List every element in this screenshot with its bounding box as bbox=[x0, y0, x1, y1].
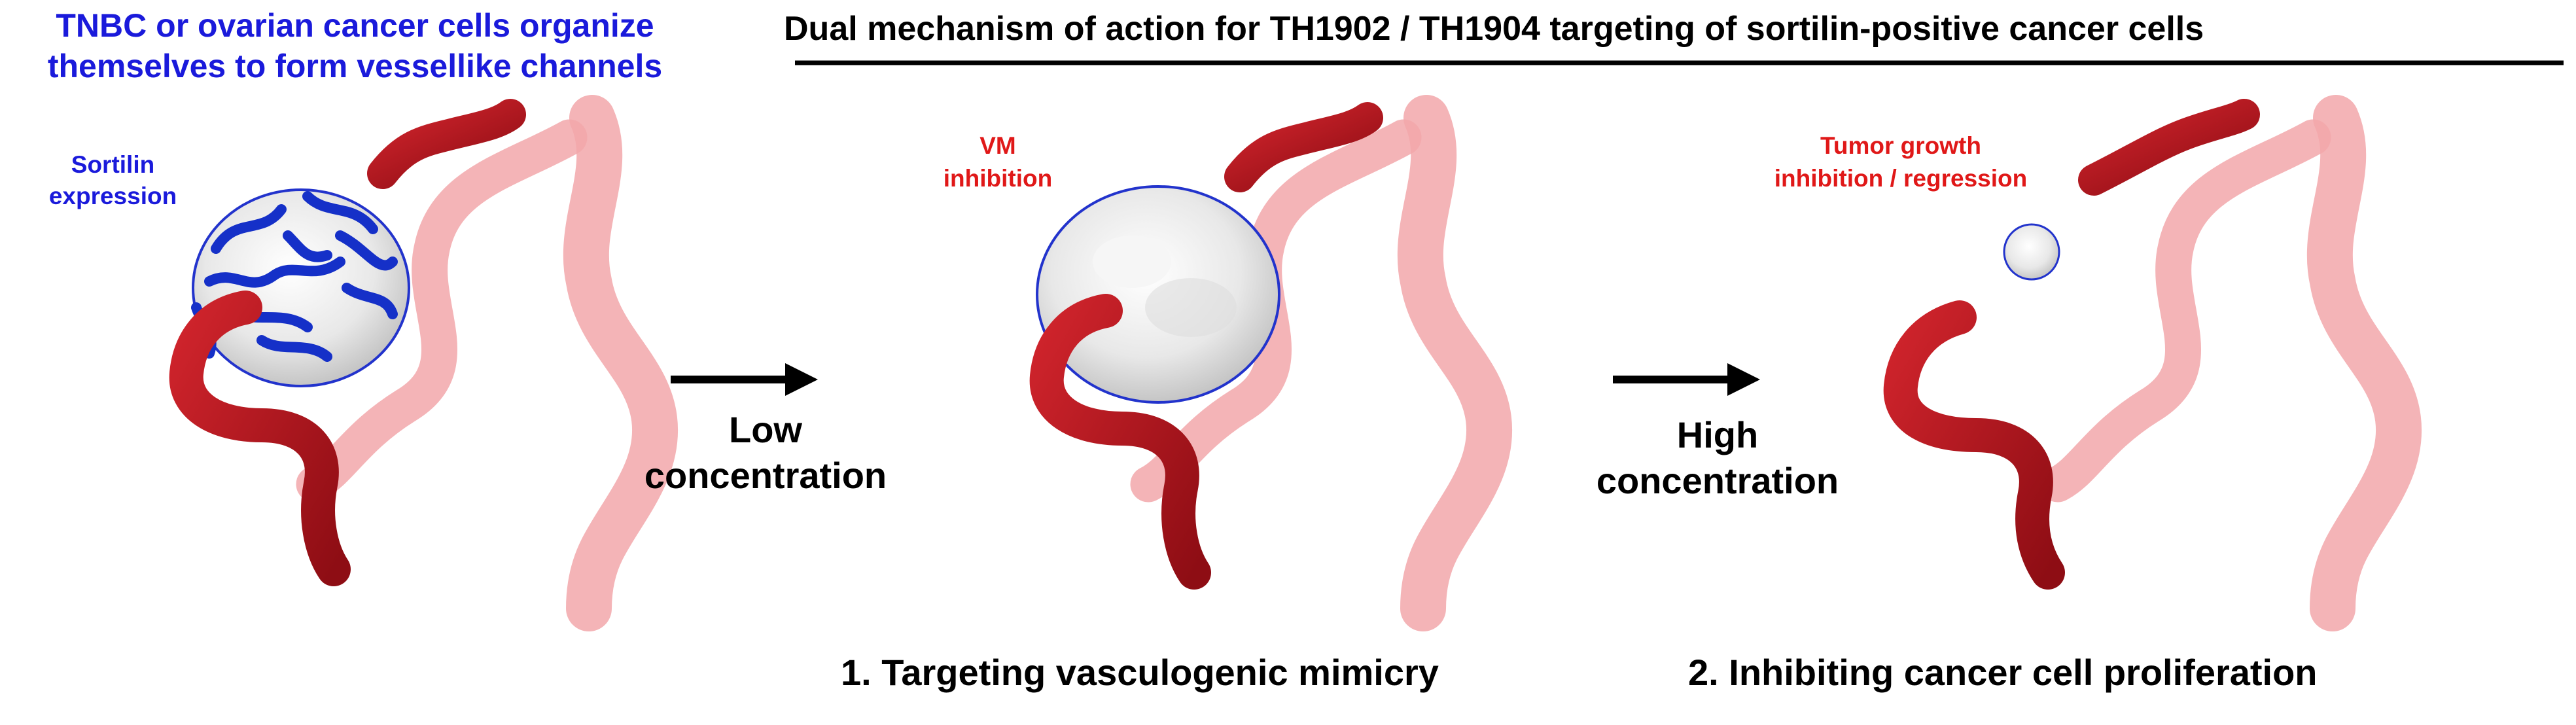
panel-2-pink-vessel bbox=[1397, 95, 1513, 631]
footer-step-2: 2. Inhibiting cancer cell proliferation bbox=[1688, 652, 2318, 693]
panel-1-tumor bbox=[191, 188, 410, 387]
arrow-2-label-line-1: High bbox=[1676, 414, 1759, 455]
panel-2-illustration bbox=[1029, 95, 1513, 631]
arrow-1 bbox=[671, 363, 818, 396]
panel-1-pink-vessel-branch bbox=[296, 119, 588, 503]
panel-3-pink-vessel-branch bbox=[2039, 119, 2331, 503]
page-title: Dual mechanism of action for TH1902 / TH… bbox=[784, 10, 2204, 48]
arrow-2 bbox=[1613, 363, 1760, 396]
arrow-1-label: Low concentration bbox=[592, 407, 939, 499]
panel-3-label-line-2: inhibition / regression bbox=[1774, 165, 2028, 192]
panel-1-vessel-top bbox=[367, 99, 526, 189]
arrow-1-label-line-2: concentration bbox=[644, 455, 887, 496]
panel-3-pink-vessel bbox=[2306, 95, 2422, 631]
left-caption: TNBC or ovarian cancer cells organize th… bbox=[0, 5, 710, 86]
left-caption-line-2: themselves to form vessellike channels bbox=[47, 48, 663, 84]
panel-2-tumor bbox=[1036, 185, 1280, 404]
panel-1-label: Sortilin expression bbox=[36, 149, 190, 212]
arrow-1-label-line-1: Low bbox=[729, 409, 802, 450]
panel-1-label-line-1: Sortilin bbox=[71, 151, 155, 178]
panel-3-vessel-bottom bbox=[1883, 300, 2065, 590]
panel-1-label-line-2: expression bbox=[48, 183, 177, 209]
panel-3-label: Tumor growth inhibition / regression bbox=[1744, 130, 2058, 195]
panel-2-label-line-2: inhibition bbox=[943, 165, 1053, 192]
panel-3-vessel-top bbox=[2078, 99, 2260, 196]
left-caption-line-1: TNBC or ovarian cancer cells organize bbox=[56, 7, 654, 44]
panel-2-vessel-bottom bbox=[1029, 294, 1211, 590]
arrow-2-label: High concentration bbox=[1544, 412, 1891, 504]
arrow-2-label-line-2: concentration bbox=[1596, 460, 1839, 501]
panel-3-illustration bbox=[1883, 95, 2422, 631]
panel-1-illustration bbox=[169, 95, 679, 631]
panel-1-pink-vessel bbox=[563, 95, 679, 631]
panel-2-label: VM inhibition bbox=[926, 130, 1070, 195]
panel-2-label-line-1: VM bbox=[979, 132, 1016, 159]
panel-3-label-line-1: Tumor growth bbox=[1820, 132, 1981, 159]
panel-1-vessel-bottom bbox=[169, 291, 351, 586]
panel-3-residual-tumor bbox=[2003, 223, 2060, 281]
panel-2-vessel-top bbox=[1224, 102, 1383, 192]
footer-step-1: 1. Targeting vasculogenic mimicry bbox=[841, 652, 1439, 693]
